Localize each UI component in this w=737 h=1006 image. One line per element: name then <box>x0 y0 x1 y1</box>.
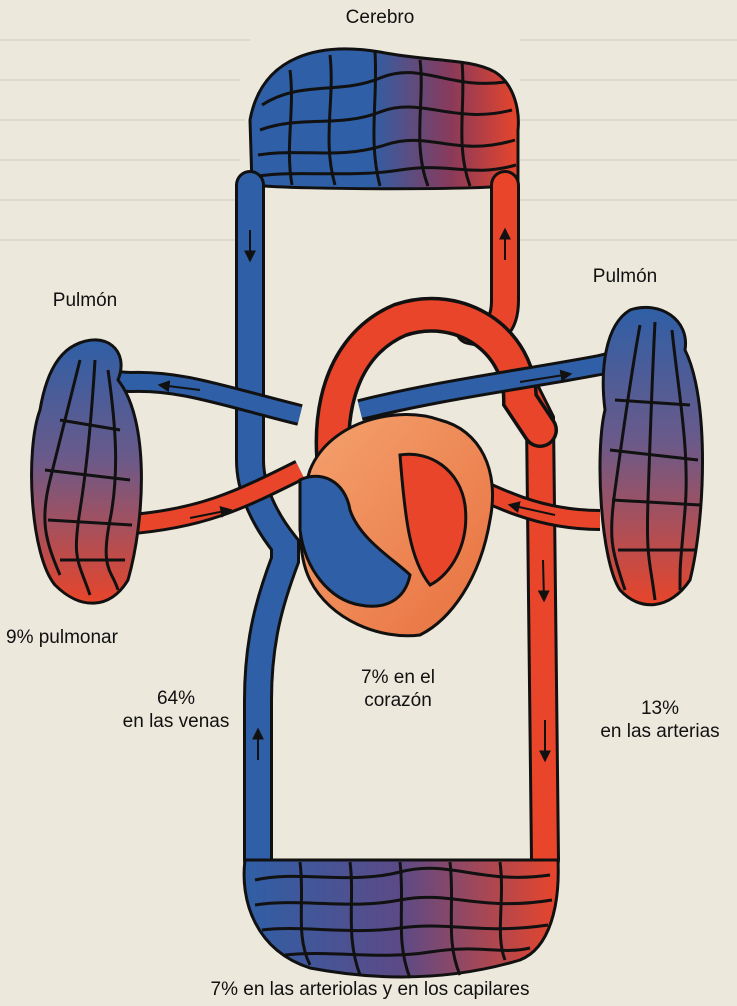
heart-line-1: 7% en el <box>318 666 478 689</box>
veins-percent-label: 64% en las venas <box>96 687 256 733</box>
arteries-percent: 13% <box>583 697 737 720</box>
heart-percent-label: 7% en el corazón <box>318 666 478 712</box>
right-lung <box>600 307 703 604</box>
capillaries-percent-label: 7% en las arteriolas y en los capilares <box>80 978 660 1001</box>
heart-line-2: corazón <box>318 689 478 712</box>
brain-capillary-bed <box>250 49 518 189</box>
veins-percent: 64% <box>96 687 256 710</box>
right-lung-label: Pulmón <box>560 265 690 288</box>
arteries-text: en las arterias <box>583 720 737 743</box>
body-capillary-bed <box>244 860 558 978</box>
arteries-percent-label: 13% en las arterias <box>583 697 737 743</box>
veins-text: en las venas <box>96 710 256 733</box>
brain-label: Cerebro <box>300 6 460 29</box>
left-lung-label: Pulmón <box>20 289 150 312</box>
pulmonary-percent-label: 9% pulmonar <box>6 626 186 649</box>
